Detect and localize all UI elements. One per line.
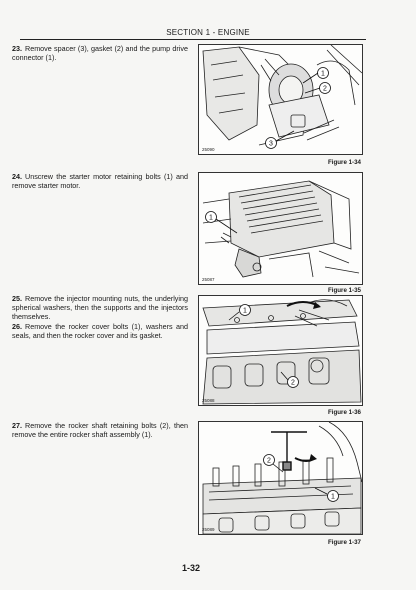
rocker-shaft-drawing: 1 2 bbox=[202, 422, 362, 534]
step-text: Remove spacer (3), gasket (2) and the pu… bbox=[12, 44, 188, 62]
callout-2: 2 bbox=[267, 458, 271, 465]
figure-caption: Figure 1-35 bbox=[327, 287, 361, 294]
step-text: Remove the injector mounting nuts, the u… bbox=[12, 294, 188, 321]
figure-caption: Figure 1-36 bbox=[327, 409, 361, 416]
figure-code: 25087 bbox=[202, 277, 215, 282]
starter-motor-drawing: 1 bbox=[202, 180, 360, 278]
figure-code: 25088 bbox=[202, 398, 215, 403]
figure-1-34-illustration: 1 2 3 25090 bbox=[198, 44, 363, 155]
step-text: Remove the rocker cover bolts (1), washe… bbox=[12, 322, 188, 340]
callout-1: 1 bbox=[331, 494, 335, 501]
page-number: 1-32 bbox=[181, 563, 200, 573]
figure-1-36-illustration: 1 2 25088 bbox=[198, 295, 363, 406]
step-number: 23. bbox=[12, 44, 22, 53]
step-number: 27. bbox=[12, 421, 22, 430]
figure-code: 25089 bbox=[202, 527, 215, 532]
callout-1: 1 bbox=[243, 308, 247, 315]
header-rule bbox=[20, 39, 366, 40]
section-header: SECTION 1 - ENGINE bbox=[166, 28, 250, 37]
rocker-cover-drawing: 1 2 bbox=[202, 299, 362, 405]
step-number: 26. bbox=[12, 322, 22, 331]
callout-1: 1 bbox=[209, 215, 213, 222]
step-text: Remove the rocker shaft retaining bolts … bbox=[12, 421, 188, 439]
step-25: 25.Remove the injector mounting nuts, th… bbox=[12, 294, 188, 321]
pump-drive-drawing: 1 2 3 bbox=[202, 45, 362, 149]
figure-1-35-illustration: 1 25087 bbox=[198, 172, 363, 285]
figure-caption: Figure 1-34 bbox=[327, 159, 361, 166]
step-26: 26.Remove the rocker cover bolts (1), wa… bbox=[12, 322, 188, 340]
callout-2: 2 bbox=[323, 86, 327, 93]
step-text: Unscrew the starter motor retaining bolt… bbox=[12, 172, 188, 190]
step-24: 24.Unscrew the starter motor retaining b… bbox=[12, 172, 188, 190]
callout-1: 1 bbox=[321, 71, 325, 78]
step-number: 24. bbox=[12, 172, 22, 181]
callout-2: 2 bbox=[291, 380, 295, 387]
step-number: 25. bbox=[12, 294, 22, 303]
step-23: 23.Remove spacer (3), gasket (2) and the… bbox=[12, 44, 188, 62]
callout-3: 3 bbox=[269, 141, 273, 148]
figure-code: 25090 bbox=[202, 147, 215, 152]
figure-caption: Figure 1-37 bbox=[327, 539, 361, 546]
step-27: 27.Remove the rocker shaft retaining bol… bbox=[12, 421, 188, 439]
figure-1-37-illustration: 1 2 25089 bbox=[198, 421, 363, 535]
